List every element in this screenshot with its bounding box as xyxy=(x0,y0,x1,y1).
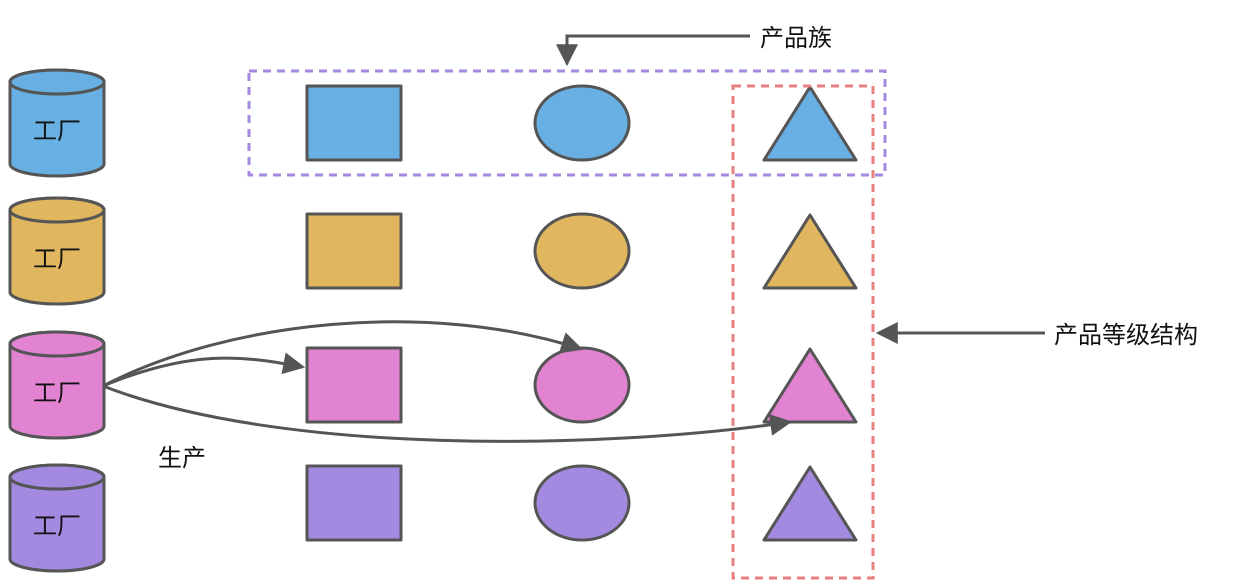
product-square xyxy=(305,346,403,424)
factory-cylinder: 工厂 xyxy=(8,196,106,306)
produce-arrow-square xyxy=(102,352,306,388)
factory-label: 工厂 xyxy=(33,512,81,540)
product-triangle xyxy=(762,347,858,424)
factory-cylinder: 工厂 xyxy=(8,68,106,178)
product-triangle xyxy=(762,213,858,290)
produce-arrow-ellipse xyxy=(102,320,584,388)
product-triangle xyxy=(762,465,858,542)
product-grid xyxy=(305,84,858,542)
factory-cylinder-top xyxy=(8,463,106,491)
factory-cylinder-top xyxy=(8,68,106,96)
produce-arrow-triangle xyxy=(102,384,793,443)
factory-cylinder: 工厂 xyxy=(8,463,106,573)
product-family-box xyxy=(247,69,887,177)
product-square xyxy=(305,84,403,162)
product-ellipse xyxy=(533,346,631,424)
produce-label: 生产 xyxy=(158,444,206,472)
factory-label: 工厂 xyxy=(33,379,81,407)
product-ellipse xyxy=(533,84,631,162)
product-level-label: 产品等级结构 xyxy=(1054,321,1198,349)
product-ellipse xyxy=(533,212,631,290)
factory-label: 工厂 xyxy=(33,117,81,145)
factory-cylinder-top xyxy=(8,330,106,358)
product-triangle xyxy=(762,85,858,162)
factory-cylinder-top xyxy=(8,196,106,224)
factory-label: 工厂 xyxy=(33,245,81,273)
product-level-box xyxy=(731,84,875,580)
product-square xyxy=(305,212,403,290)
factory-cylinder: 工厂 xyxy=(8,330,106,440)
product-family-arrow xyxy=(556,34,750,67)
product-family-label: 产品族 xyxy=(760,24,832,52)
product-square xyxy=(305,464,403,542)
product-ellipse xyxy=(533,464,631,542)
